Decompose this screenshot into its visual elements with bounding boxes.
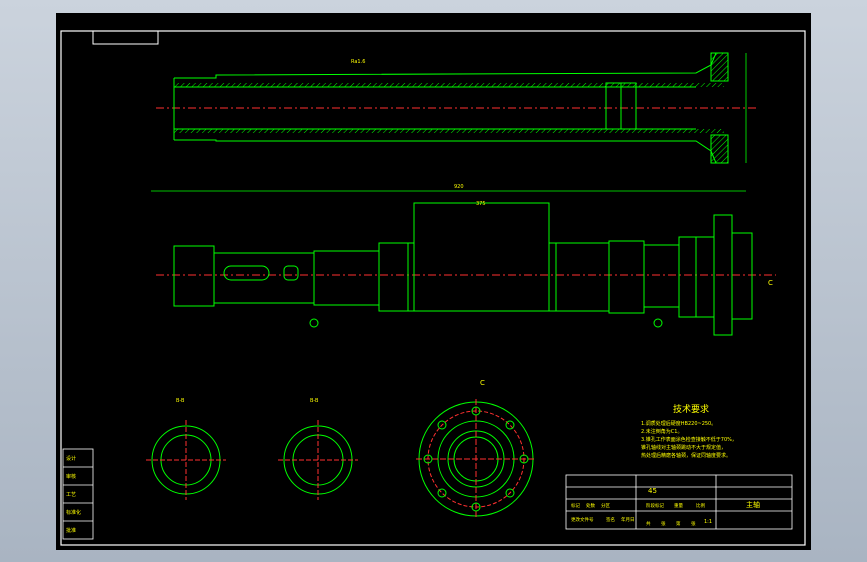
section-b1-label: B-B — [176, 398, 185, 404]
section-c-label: C — [768, 279, 773, 287]
ra-top: Ra1.6 — [351, 59, 365, 65]
outer-frame — [60, 30, 806, 546]
tech-line-4: 锥孔轴线对主轴颈跳动不大于规定值， — [641, 444, 726, 451]
section-b-2 — [278, 420, 358, 500]
title-name: 主轴 — [746, 500, 760, 509]
drawing-canvas: 技术要求 1.调质处理后硬度HB220~250。 2.未注倒角为C1。 3.锥孔… — [60, 30, 806, 546]
title-cell2-3: 比例 — [696, 502, 705, 509]
title-cell-6: 年月日 — [621, 516, 635, 523]
title-material: 45 — [648, 487, 657, 495]
title-cell-3: 分区 — [601, 502, 610, 509]
left-title-block — [62, 448, 94, 540]
left-block-3: 工艺 — [66, 492, 76, 498]
shaft-section-top — [156, 52, 756, 164]
tech-line-5: 热处理后精磨各轴颈，保证同轴度要求。 — [641, 452, 731, 459]
left-block-2: 审核 — [66, 473, 76, 480]
title-cell-4: 更改文件号 — [571, 516, 594, 523]
title-cell3-1: 共 — [646, 520, 651, 527]
title-cell3-3: 第 — [676, 520, 681, 527]
shaft-elevation — [151, 190, 776, 336]
corner-box — [92, 30, 159, 45]
section-c2-label: C — [480, 379, 485, 387]
title-block — [565, 474, 793, 530]
tech-line-3: 3.锥孔工作表面涂色检查接触不低于70%， — [641, 436, 737, 443]
section-b-1 — [146, 420, 226, 500]
dim-mid: 375 — [476, 201, 486, 207]
tech-title: 技术要求 — [673, 403, 709, 415]
center-mark-icon — [309, 318, 663, 328]
dim-total: 920 — [454, 184, 464, 190]
section-b2-label: B-B — [310, 398, 319, 404]
drawing-sheet[interactable]: 技术要求 1.调质处理后硬度HB220~250。 2.未注倒角为C1。 3.锥孔… — [56, 13, 811, 550]
title-cell3-2: 张 — [661, 520, 666, 527]
title-cell2-1: 阶段标记 — [646, 502, 664, 509]
title-cell3-4: 张 — [691, 520, 696, 527]
title-cell-1: 标记 — [571, 502, 580, 509]
left-block-4: 标准化 — [66, 509, 81, 516]
title-cell2-2: 重量 — [674, 502, 683, 509]
flange-view — [416, 399, 536, 519]
tech-line-2: 2.未注倒角为C1。 — [641, 428, 682, 435]
left-block-5: 批准 — [66, 527, 76, 534]
title-scale: 1:1 — [704, 519, 712, 525]
left-block-1: 设计 — [66, 455, 76, 462]
title-cell-2: 处数 — [586, 502, 595, 509]
tech-line-1: 1.调质处理后硬度HB220~250。 — [641, 420, 716, 427]
title-cell-5: 签名 — [606, 516, 615, 523]
